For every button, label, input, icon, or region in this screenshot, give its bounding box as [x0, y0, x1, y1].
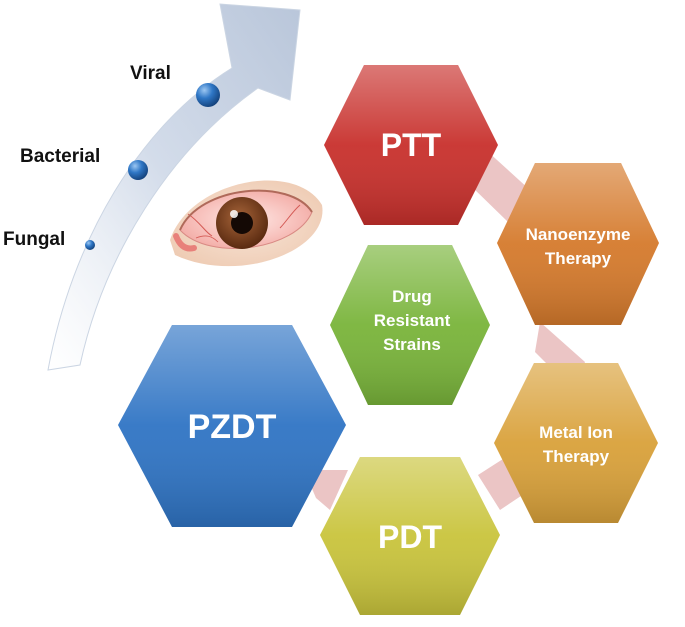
viral-dot-icon [196, 83, 220, 107]
hex-drug-resistant-strains: Drug Resistant Strains [330, 245, 490, 405]
hex-ptt: PTT [324, 65, 498, 225]
pzdt-label: PZDT [188, 408, 277, 446]
label-bacterial: Bacterial [20, 146, 100, 167]
hex-pzdt: PZDT [118, 325, 346, 527]
metal-ion-label-line1: Metal Ion [539, 423, 613, 442]
red-eye-icon [170, 180, 323, 267]
nanoenzyme-label-line2: Therapy [545, 249, 612, 268]
fungal-dot-icon [85, 240, 95, 250]
label-viral: Viral [130, 63, 171, 84]
center-label-line2: Resistant [374, 311, 451, 330]
hex-pdt: PDT [320, 457, 500, 615]
ptt-label: PTT [381, 127, 442, 163]
label-fungal: Fungal [3, 229, 65, 250]
nanoenzyme-label-line1: Nanoenzyme [526, 225, 631, 244]
hex-nanoenzyme: Nanoenzyme Therapy [497, 163, 659, 325]
bacterial-dot-icon [128, 160, 148, 180]
pdt-label: PDT [378, 519, 442, 555]
hex-metal-ion: Metal Ion Therapy [494, 363, 658, 523]
metal-ion-label-line2: Therapy [543, 447, 610, 466]
center-label-line3: Strains [383, 335, 441, 354]
center-label-line1: Drug [392, 287, 432, 306]
